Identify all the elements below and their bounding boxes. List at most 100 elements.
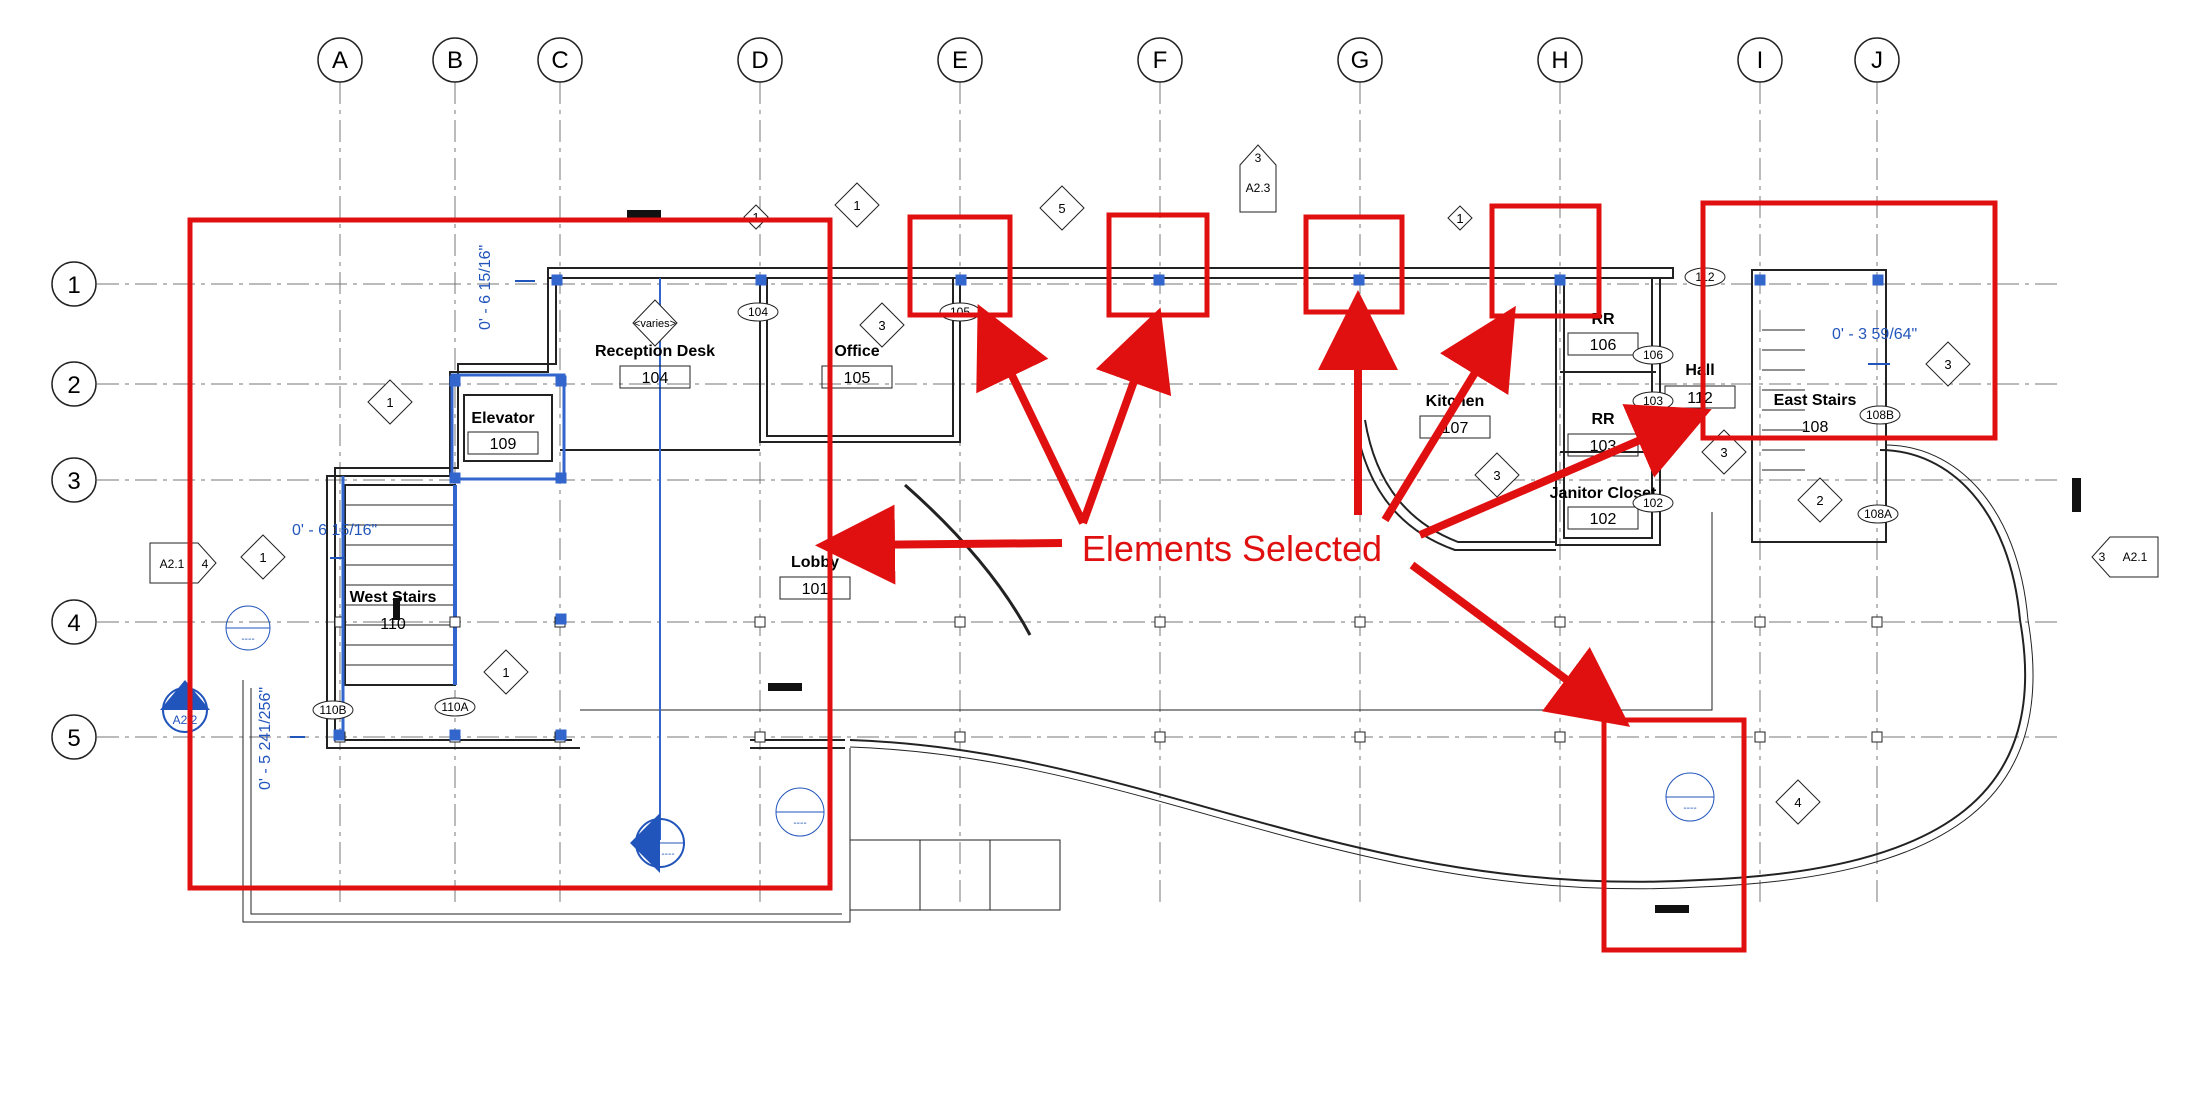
grid-label: 5 — [67, 725, 80, 752]
window-tag: 2 — [1797, 477, 1843, 523]
window-tag: 5 — [1039, 185, 1085, 231]
svg-text:3: 3 — [2099, 550, 2106, 564]
grid-bubble-1: 1 — [51, 261, 97, 307]
dimension-label: 0' - 6 15/16" — [477, 245, 535, 330]
svg-text:108B: 108B — [1866, 408, 1894, 422]
column — [954, 731, 966, 743]
svg-text:1: 1 — [182, 694, 189, 708]
svg-text:0' - 6 15/16": 0' - 6 15/16" — [477, 245, 494, 330]
door-tag: 108A — [1857, 504, 1899, 524]
room-number: 109 — [490, 436, 517, 453]
grid-label: F — [1153, 47, 1168, 74]
grid-label: 4 — [67, 610, 80, 637]
column — [754, 731, 766, 743]
room-number: 112 — [1687, 390, 1713, 407]
svg-text:4: 4 — [202, 557, 209, 571]
room-rr-103: RR 103 — [1567, 411, 1639, 457]
column — [1154, 616, 1166, 628]
room-number: 101 — [802, 581, 829, 598]
room-number: 108 — [1802, 419, 1829, 436]
svg-text:<varies>: <varies> — [634, 318, 676, 330]
svg-text:3: 3 — [1493, 468, 1500, 483]
svg-text:----: ---- — [1683, 803, 1696, 814]
arrow — [815, 504, 1063, 585]
window-tag: 3 — [859, 302, 905, 348]
room-name: West Stairs — [350, 589, 437, 606]
window-tag: 1 — [834, 182, 880, 228]
grid-bubble-D: D — [737, 37, 783, 83]
room-number: 102 — [1590, 511, 1617, 528]
room-number: 105 — [844, 370, 871, 387]
grid-bubble-J: J — [1854, 37, 1900, 83]
column — [1554, 731, 1566, 743]
column — [334, 616, 346, 628]
grid-bubble-2: 2 — [51, 361, 97, 407]
svg-text:A2.3: A2.3 — [1246, 181, 1271, 195]
grid-label: 3 — [67, 468, 80, 495]
window-tag: 1 — [483, 649, 529, 695]
svg-text:106: 106 — [1643, 348, 1663, 362]
grid-bubble-3: 3 — [51, 457, 97, 503]
room-number: 107 — [1442, 420, 1469, 437]
elevation-tag: ---- — [225, 605, 271, 651]
door-tag: 102 — [1632, 493, 1674, 513]
column — [1554, 616, 1566, 628]
elevation-tags: ---- ---- ---- ---- — [225, 605, 1715, 873]
svg-text:----: ---- — [793, 818, 806, 829]
arrow — [1079, 307, 1172, 525]
column — [1154, 731, 1166, 743]
svg-text:102: 102 — [1643, 496, 1663, 510]
svg-text:0' - 3 59/64": 0' - 3 59/64" — [1832, 326, 1917, 343]
grid-label: G — [1351, 47, 1370, 74]
svg-text:1: 1 — [259, 550, 266, 565]
room-name: Hall — [1685, 362, 1714, 379]
svg-text:A2.1: A2.1 — [2123, 550, 2148, 564]
door-tag: 110B — [312, 700, 354, 720]
window-tags: 1 1 5 1 3 1 1 1 3 3 2 4 3 <varies> — [240, 182, 1971, 825]
section-marks: 3 A2.3 A2.1 4 3 A2.1 1 A2.2 — [149, 144, 2159, 733]
window-tag: 3 — [1474, 452, 1520, 498]
room-labels: Reception Desk 104 Office 105 Elevator 1… — [350, 311, 1857, 633]
window-tag: 1 — [743, 204, 769, 230]
grid-bubble-5: 5 — [51, 714, 97, 760]
room-west-stairs: West Stairs 110 — [350, 589, 437, 633]
window-tag: 4 — [1775, 779, 1821, 825]
grid-bubble-I: I — [1737, 37, 1783, 83]
room-lobby: Lobby 101 — [779, 554, 851, 600]
svg-text:110A: 110A — [441, 700, 468, 714]
door-tag: 104 — [737, 302, 779, 322]
room-name: Reception Desk — [595, 343, 715, 360]
selected-elements[interactable] — [333, 274, 1884, 840]
annotation-arrows — [815, 290, 1712, 727]
black-markers — [393, 210, 2081, 913]
svg-text:3: 3 — [1255, 151, 1262, 165]
room-name: Elevator — [471, 410, 534, 427]
grid-lines — [97, 82, 2060, 905]
arrow — [1418, 404, 1712, 539]
window-tag: 3 — [1925, 341, 1971, 387]
svg-text:0' - 5 241/256": 0' - 5 241/256" — [257, 687, 274, 790]
selection-boxes — [187, 200, 1998, 953]
svg-text:A2.2: A2.2 — [173, 713, 198, 727]
selection-box — [1700, 200, 1998, 441]
elevation-tag: ---- — [1665, 772, 1715, 822]
room-hall: Hall 112 — [1664, 362, 1736, 409]
svg-text:3: 3 — [1720, 445, 1727, 460]
grid-label: I — [1757, 47, 1764, 74]
svg-text:103: 103 — [1643, 394, 1663, 408]
selection-box — [907, 214, 1013, 318]
column — [954, 616, 966, 628]
room-name: RR — [1591, 411, 1615, 428]
grid-bubble-F: F — [1137, 37, 1183, 83]
grid-bubble-B: B — [432, 37, 478, 83]
column — [1354, 731, 1366, 743]
svg-text:110B: 110B — [319, 703, 346, 717]
dimensions: 0' - 6 15/16" 0' - 6 15/16" 0' - 5 241/2… — [257, 245, 1917, 790]
varies-tag: <varies> — [632, 299, 678, 347]
svg-text:108A: 108A — [1864, 507, 1892, 521]
svg-text:2: 2 — [1816, 493, 1823, 508]
selection-box — [1303, 214, 1405, 315]
svg-text:1: 1 — [502, 665, 509, 680]
